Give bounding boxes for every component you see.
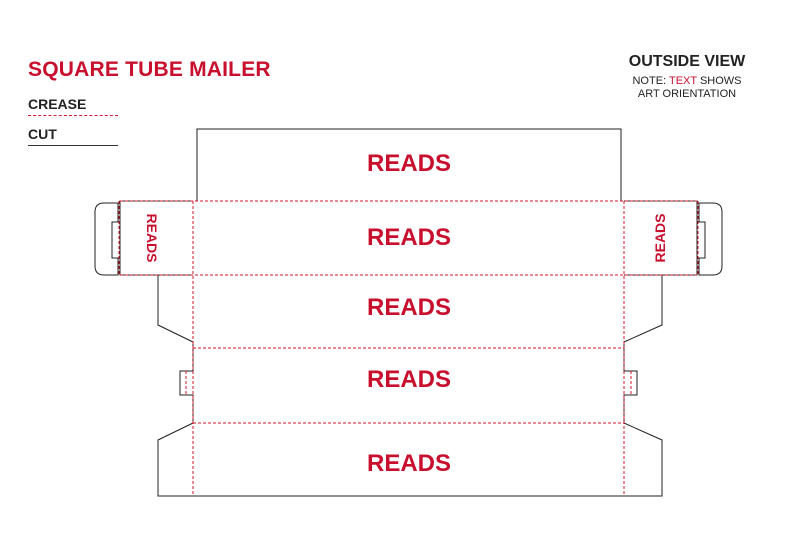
bottom-panel-outline <box>157 422 663 497</box>
view-title: OUTSIDE VIEW <box>628 53 746 70</box>
legend-cut-label: CUT <box>28 126 57 142</box>
view-note: NOTE: TEXT SHOWS ART ORIENTATION <box>612 75 762 101</box>
panel-label-1: READS <box>367 150 451 177</box>
legend-crease-label: CREASE <box>28 96 87 112</box>
note-line2: ART ORIENTATION <box>637 88 737 100</box>
left-flap-label: READS <box>144 213 160 262</box>
panel-label-3: READS <box>367 294 451 321</box>
right-tab-outline <box>698 202 723 276</box>
top-flap-outline <box>196 128 622 201</box>
left-panel4-notch <box>179 348 194 423</box>
note-suffix: SHOWS <box>696 75 742 87</box>
legend-crease-line <box>28 115 118 116</box>
panel-label-2: READS <box>367 224 451 251</box>
diagram-title: SQUARE TUBE MAILER <box>28 58 271 81</box>
right-panel4-notch <box>623 348 638 423</box>
crease-lines <box>118 200 699 496</box>
cut-lines <box>94 128 723 497</box>
legend-cut-line <box>28 145 118 146</box>
panel-label-4: READS <box>367 366 451 393</box>
left-panel3-outline <box>157 274 194 348</box>
right-panel3-outline <box>623 274 663 348</box>
left-tab-outline <box>94 202 119 276</box>
note-prefix: NOTE: <box>632 75 669 87</box>
right-flap-label: READS <box>652 213 668 262</box>
panel-label-5: READS <box>367 450 451 477</box>
note-highlight: TEXT <box>668 75 697 87</box>
